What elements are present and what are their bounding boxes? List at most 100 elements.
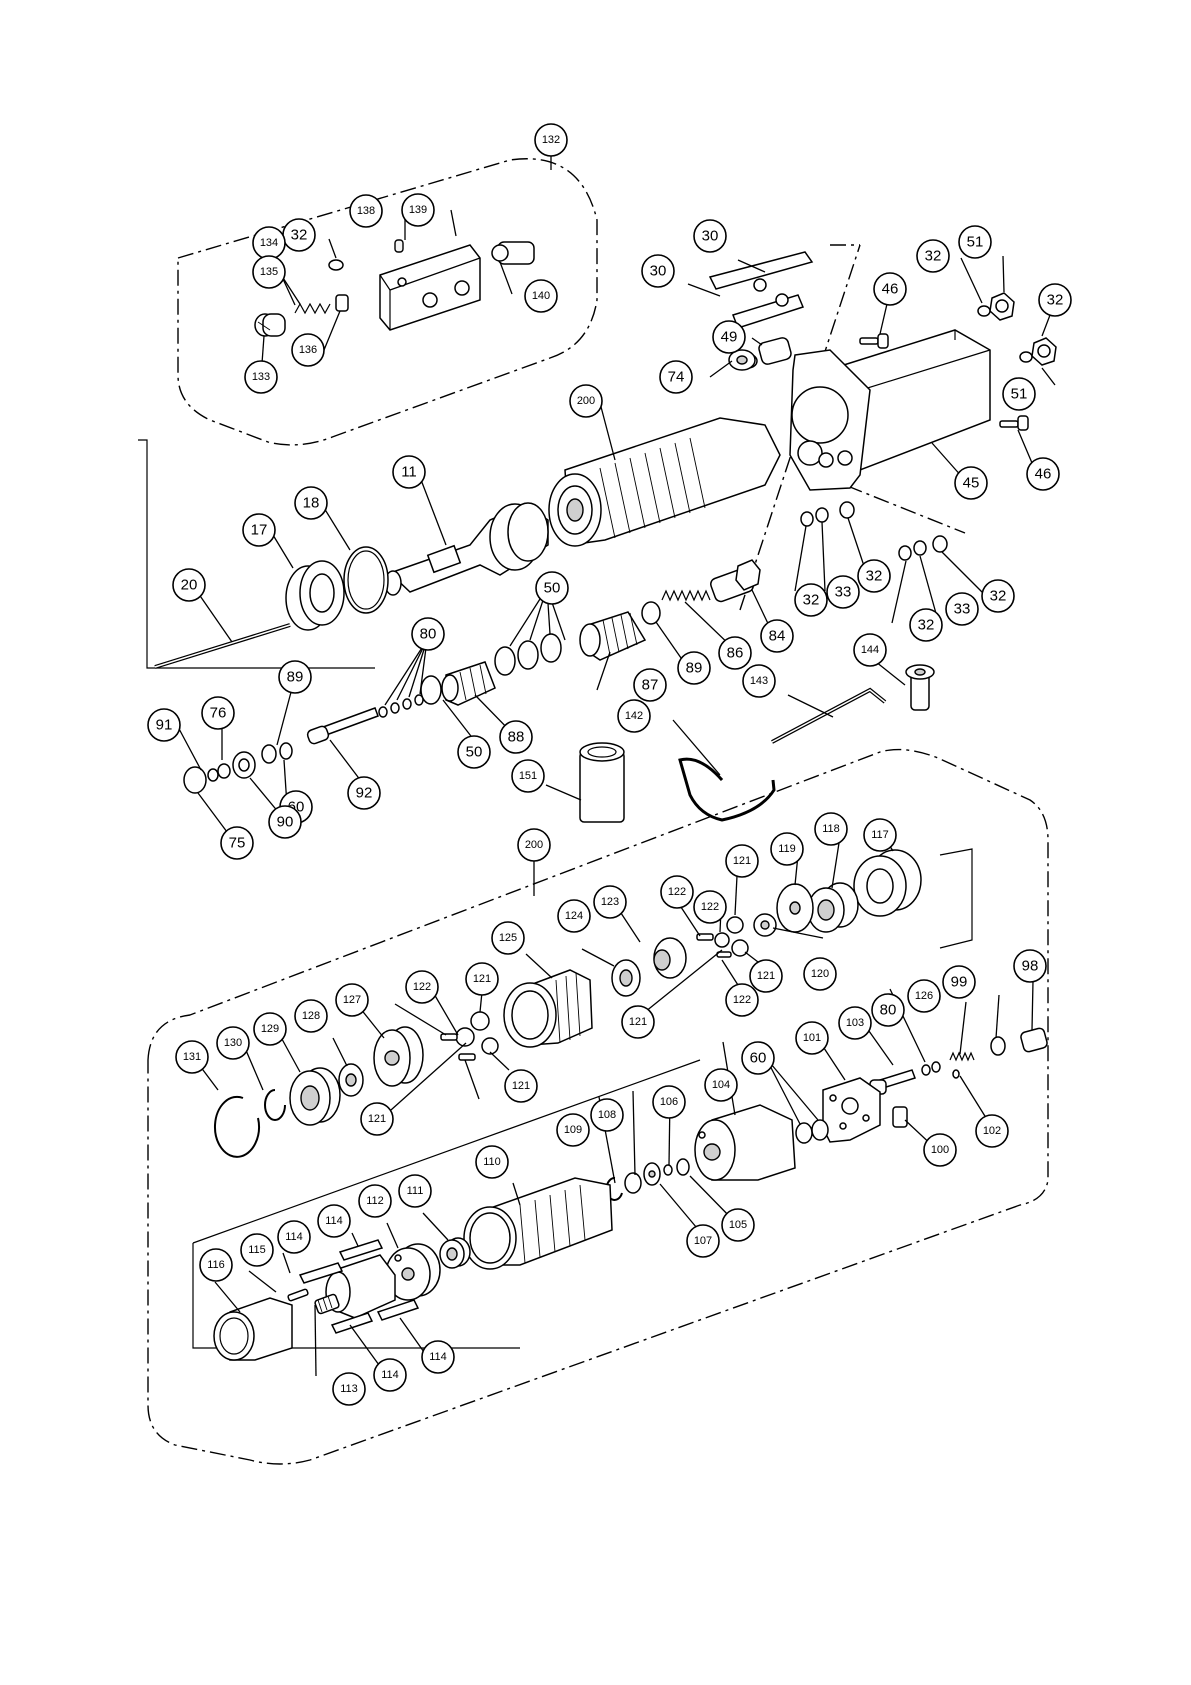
callout-87: 87 xyxy=(633,668,667,702)
svg-text:132: 132 xyxy=(542,134,560,146)
callout-88: 88 xyxy=(499,720,533,754)
callout-114-b: 114 xyxy=(317,1204,351,1238)
callout-101: 101 xyxy=(795,1021,829,1055)
svg-text:151: 151 xyxy=(519,770,537,782)
callout-76: 76 xyxy=(201,696,235,730)
callout-122-b: 122 xyxy=(693,890,727,924)
svg-text:50: 50 xyxy=(466,744,483,761)
callout-86: 86 xyxy=(718,636,752,670)
svg-text:32: 32 xyxy=(866,568,883,585)
svg-text:122: 122 xyxy=(668,886,686,898)
callout-32-d: 32 xyxy=(794,583,828,617)
svg-text:32: 32 xyxy=(1047,292,1064,309)
callout-104: 104 xyxy=(704,1068,738,1102)
svg-text:100: 100 xyxy=(931,1144,949,1156)
svg-text:133: 133 xyxy=(252,371,270,383)
callout-118: 118 xyxy=(814,812,848,846)
svg-text:144: 144 xyxy=(861,644,879,656)
callout-126: 126 xyxy=(907,979,941,1013)
callout-125: 125 xyxy=(491,921,525,955)
flange-plate xyxy=(789,349,871,491)
callout-106: 106 xyxy=(652,1085,686,1119)
svg-text:134: 134 xyxy=(260,237,278,249)
svg-text:114: 114 xyxy=(429,1351,447,1363)
group-200-outline xyxy=(147,748,1049,1465)
svg-text:89: 89 xyxy=(287,669,304,686)
callout-143: 143 xyxy=(742,664,776,698)
sleeve-151 xyxy=(579,742,625,823)
bearing-17 xyxy=(285,560,345,631)
svg-text:129: 129 xyxy=(261,1023,279,1035)
callout-200-b: 200 xyxy=(517,828,551,862)
callout-32-b: 32 xyxy=(916,239,950,273)
callout-122-d: 122 xyxy=(405,970,439,1004)
callout-114-d: 114 xyxy=(421,1340,455,1374)
callout-84: 84 xyxy=(760,619,794,653)
callout-46-b: 46 xyxy=(1026,457,1060,491)
spool-88 xyxy=(441,661,496,706)
callout-105: 105 xyxy=(721,1208,755,1242)
svg-text:115: 115 xyxy=(248,1244,266,1256)
svg-text:90: 90 xyxy=(277,814,294,831)
callout-138: 138 xyxy=(349,194,383,228)
callout-200-a: 200 xyxy=(569,384,603,418)
callout-133: 133 xyxy=(244,360,278,394)
rear-plate-101 xyxy=(822,1077,881,1143)
svg-text:140: 140 xyxy=(532,290,550,302)
callout-109: 109 xyxy=(556,1113,590,1147)
callout-135: 135 xyxy=(252,255,286,289)
callout-151: 151 xyxy=(511,759,545,793)
callout-131: 131 xyxy=(175,1040,209,1074)
callout-11: 11 xyxy=(392,455,426,489)
callout-45: 45 xyxy=(954,466,988,500)
svg-text:200: 200 xyxy=(525,839,543,851)
svg-text:99: 99 xyxy=(951,974,968,991)
svg-text:136: 136 xyxy=(299,344,317,356)
svg-text:88: 88 xyxy=(508,729,525,746)
callout-119: 119 xyxy=(770,832,804,866)
svg-text:74: 74 xyxy=(668,369,685,386)
svg-text:49: 49 xyxy=(721,329,738,346)
svg-text:102: 102 xyxy=(983,1125,1001,1137)
callout-140: 140 xyxy=(524,279,558,313)
callout-108: 108 xyxy=(590,1098,624,1132)
svg-text:122: 122 xyxy=(733,994,751,1006)
callout-50-a: 50 xyxy=(535,571,569,605)
svg-text:32: 32 xyxy=(803,592,820,609)
callout-142: 142 xyxy=(617,699,651,733)
svg-text:119: 119 xyxy=(778,843,796,855)
callout-91: 91 xyxy=(147,708,181,742)
svg-text:112: 112 xyxy=(366,1195,384,1207)
callout-90: 90 xyxy=(268,805,302,839)
handle-200 xyxy=(548,417,781,547)
callout-115: 115 xyxy=(240,1233,274,1267)
callout-124: 124 xyxy=(557,899,591,933)
svg-text:92: 92 xyxy=(356,785,373,802)
callout-20: 20 xyxy=(172,568,206,602)
svg-text:143: 143 xyxy=(750,675,768,687)
end-cap-116 xyxy=(213,1297,293,1361)
svg-text:89: 89 xyxy=(686,660,703,677)
svg-text:135: 135 xyxy=(260,266,278,278)
svg-text:91: 91 xyxy=(156,717,173,734)
spring-135 xyxy=(294,302,331,315)
rotor-113 xyxy=(314,1254,396,1319)
svg-text:110: 110 xyxy=(483,1156,501,1168)
callout-113: 113 xyxy=(332,1372,366,1406)
callout-114-c: 114 xyxy=(373,1358,407,1392)
callout-130: 130 xyxy=(216,1026,250,1060)
callout-17: 17 xyxy=(242,513,276,547)
svg-text:122: 122 xyxy=(701,901,719,913)
svg-text:122: 122 xyxy=(413,981,431,993)
svg-text:118: 118 xyxy=(822,823,840,835)
svg-text:139: 139 xyxy=(409,204,427,216)
callout-122-a: 122 xyxy=(660,875,694,909)
callout-100: 100 xyxy=(923,1133,957,1167)
svg-text:32: 32 xyxy=(925,248,942,265)
callout-122-c: 122 xyxy=(725,983,759,1017)
svg-text:200: 200 xyxy=(577,395,595,407)
screw-144 xyxy=(905,664,935,711)
adjuster-assembly xyxy=(254,239,535,337)
callout-128: 128 xyxy=(294,999,328,1033)
